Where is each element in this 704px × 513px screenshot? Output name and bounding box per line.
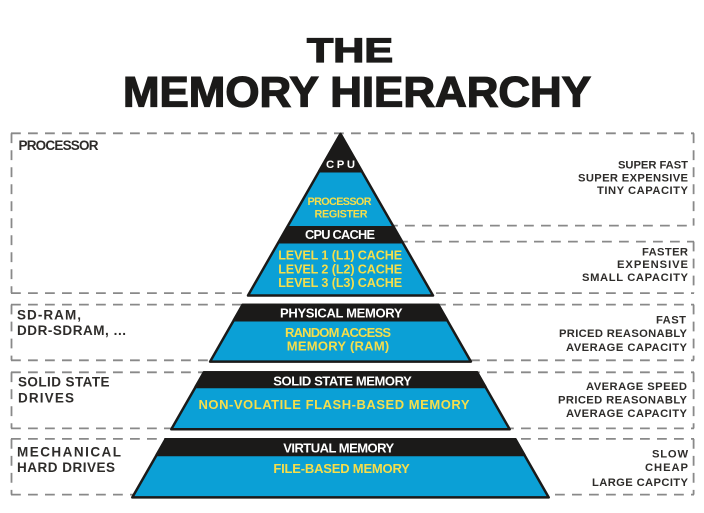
svg-text:VIRTUAL MEMORY: VIRTUAL MEMORY [283, 440, 394, 455]
svg-text:DRIVES: DRIVES [18, 390, 74, 405]
svg-text:PROCESSOR: PROCESSOR [19, 138, 99, 153]
svg-text:PROCESSOR: PROCESSOR [308, 196, 372, 208]
svg-text:REGISTER: REGISTER [315, 209, 368, 221]
svg-text:SD-RAM,: SD-RAM, [17, 308, 81, 323]
svg-text:PRICED REASONABLY: PRICED REASONABLY [559, 328, 688, 340]
svg-text:AVERAGE CAPACITY: AVERAGE CAPACITY [566, 342, 688, 354]
svg-text:FAST: FAST [656, 315, 686, 327]
svg-text:NON-VOLATILE FLASH-BASED MEMOR: NON-VOLATILE FLASH-BASED MEMORY [199, 397, 470, 412]
svg-text:SUPER EXPENSIVE: SUPER EXPENSIVE [578, 172, 689, 184]
svg-text:FILE-BASED MEMORY: FILE-BASED MEMORY [273, 461, 410, 476]
svg-text:SOLID STATE MEMORY: SOLID STATE MEMORY [273, 374, 412, 389]
svg-text:LARGE CAPCITY: LARGE CAPCITY [592, 477, 689, 489]
svg-text:CPU: CPU [326, 159, 355, 171]
svg-text:LEVEL 1 (L1) CACHE: LEVEL 1 (L1) CACHE [278, 249, 402, 263]
svg-text:THE: THE [307, 32, 393, 70]
svg-text:DDR-SDRAM, ...: DDR-SDRAM, ... [17, 323, 126, 338]
svg-text:PHYSICAL MEMORY: PHYSICAL MEMORY [280, 305, 403, 320]
svg-text:CPU CACHE: CPU CACHE [305, 227, 375, 242]
svg-text:SMALL CAPACITY: SMALL CAPACITY [582, 272, 689, 284]
svg-text:MEMORY (RAM): MEMORY (RAM) [287, 338, 390, 353]
svg-text:TINY CAPACITY: TINY CAPACITY [597, 185, 689, 197]
svg-text:LEVEL 2 (L2) CACHE: LEVEL 2 (L2) CACHE [278, 262, 402, 276]
svg-text:FASTER: FASTER [642, 247, 688, 259]
svg-text:EXPENSIVE: EXPENSIVE [617, 259, 689, 271]
svg-text:SOLID STATE: SOLID STATE [18, 375, 110, 390]
svg-text:AVERAGE SPEED: AVERAGE SPEED [586, 381, 687, 393]
svg-text:PRICED REASONABLY: PRICED REASONABLY [558, 395, 688, 407]
svg-text:SUPER FAST: SUPER FAST [618, 159, 688, 171]
svg-text:LEVEL 3 (L3) CACHE: LEVEL 3 (L3) CACHE [278, 276, 402, 290]
svg-text:CHEAP: CHEAP [645, 462, 689, 474]
svg-text:AVERAGE CAPACITY: AVERAGE CAPACITY [566, 408, 688, 420]
svg-text:MECHANICAL: MECHANICAL [17, 444, 121, 459]
svg-text:MEMORY HIERARCHY: MEMORY HIERARCHY [123, 69, 591, 117]
svg-text:RANDOM ACCESS: RANDOM ACCESS [285, 325, 391, 340]
svg-text:HARD DRIVES: HARD DRIVES [17, 460, 115, 475]
svg-text:SLOW: SLOW [652, 449, 688, 461]
